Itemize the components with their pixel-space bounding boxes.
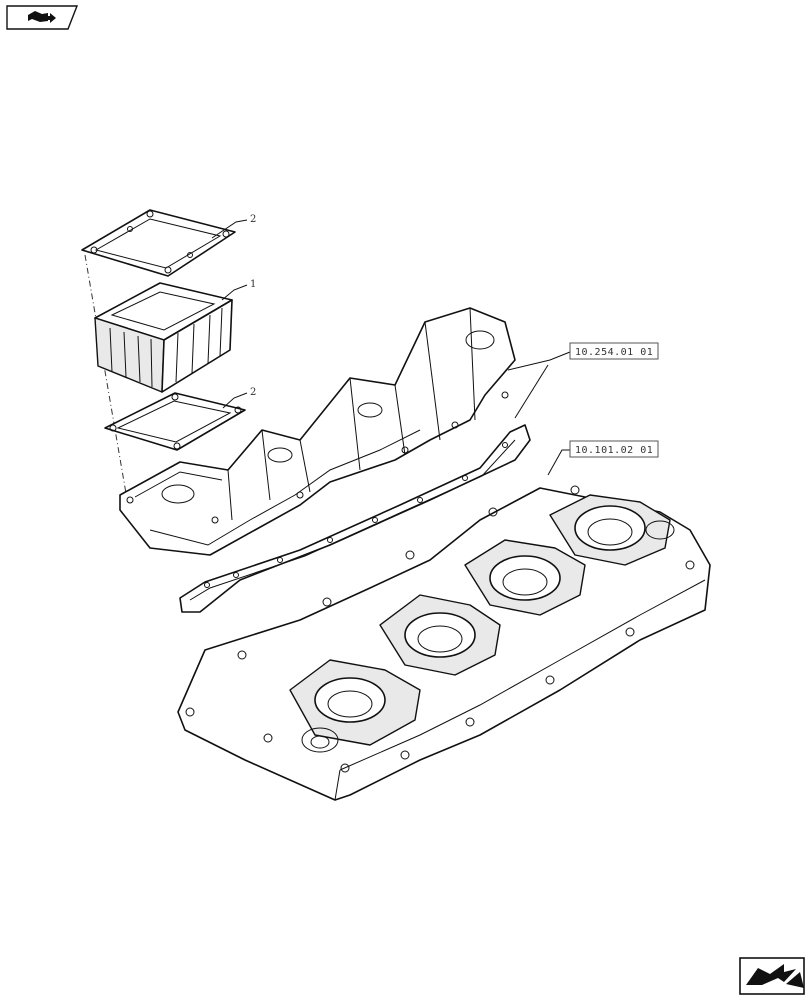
lower-gasket (104, 392, 246, 451)
leader-lines (211, 219, 571, 476)
cylinder-head (177, 485, 711, 801)
callout-label: 1 (250, 279, 256, 290)
callout-label: 2 (250, 387, 256, 398)
reference-box[interactable]: 10.254.01 01 (569, 342, 659, 360)
upper-gasket (81, 209, 236, 277)
assembly-centerline (84, 254, 129, 506)
spacer-box (94, 282, 233, 393)
reference-box[interactable]: 10.101.02 01 (569, 440, 659, 458)
camshaft-housing (119, 307, 516, 556)
callout-label: 2 (250, 214, 256, 225)
cover-gasket (179, 424, 531, 613)
reference-label: 10.254.01 01 (575, 347, 653, 358)
reference-label: 10.101.02 01 (575, 445, 653, 456)
book-arrow-icon[interactable] (6, 5, 79, 30)
next-page-arrow-icon[interactable] (739, 957, 805, 995)
